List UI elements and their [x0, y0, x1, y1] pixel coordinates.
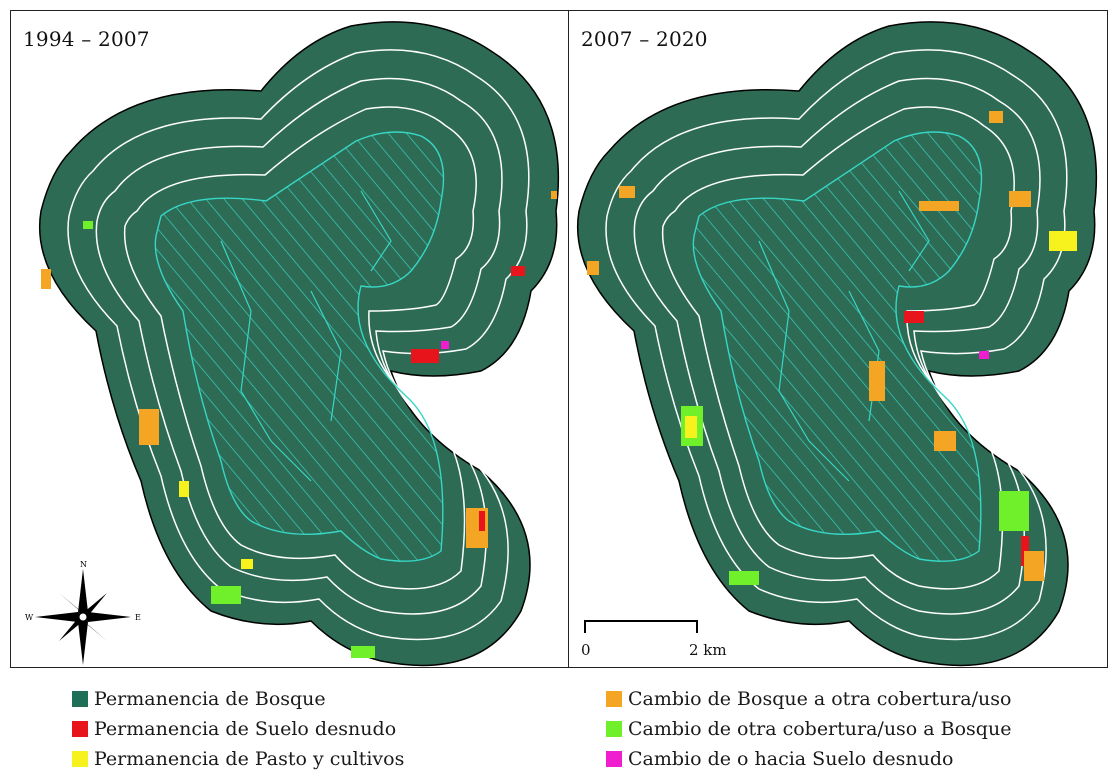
- legend-swatch-bare-soil-change: [606, 751, 622, 767]
- map-2007-2020: [577, 21, 1098, 667]
- legend-label: Permanencia de Bosque: [94, 688, 326, 710]
- change-patches-2: [587, 111, 1077, 585]
- legend-label: Cambio de Bosque a otra cobertura/uso: [628, 688, 1012, 710]
- map-panel-1994-2007: N S W E 1994 – 2007: [10, 10, 570, 668]
- legend-swatch-forest-loss: [606, 691, 622, 707]
- scale-zero-label: 0: [581, 641, 591, 659]
- legend-swatch-bare-soil: [72, 721, 88, 737]
- protected-area-1: [154, 131, 445, 562]
- legend-label: Cambio de o hacia Suelo desnudo: [628, 748, 954, 770]
- legend-item: Cambio de o hacia Suelo desnudo: [606, 744, 1011, 774]
- legend-label: Permanencia de Suelo desnudo: [94, 718, 397, 740]
- north-label: N: [80, 560, 87, 569]
- map-panel-2007-2020: 2007 – 2020 0 2 km: [568, 10, 1108, 668]
- map-1994-2007: N S W E: [25, 21, 560, 667]
- scale-bar: [584, 620, 698, 633]
- legend-item: Permanencia de Suelo desnudo: [72, 714, 404, 744]
- legend-swatch-forest-gain: [606, 721, 622, 737]
- legend-item: Permanencia de Bosque: [72, 684, 404, 714]
- period-label-1: 1994 – 2007: [23, 27, 150, 51]
- change-patches: [41, 191, 557, 658]
- legend-swatch-pasture: [72, 751, 88, 767]
- legend-label: Permanencia de Pasto y cultivos: [94, 748, 405, 770]
- legend-label: Cambio de otra cobertura/uso a Bosque: [628, 718, 1012, 740]
- west-label: W: [25, 613, 34, 622]
- protected-area-2: [692, 131, 983, 562]
- north-arrow: N S W E: [25, 560, 141, 665]
- legend-column-1: Permanencia de Bosque Permanencia de Sue…: [72, 684, 404, 774]
- legend-item: Cambio de Bosque a otra cobertura/uso: [606, 684, 1011, 714]
- period-label-2: 2007 – 2020: [581, 27, 708, 51]
- scale-end-label: 2 km: [689, 641, 727, 659]
- legend-item: Cambio de otra cobertura/uso a Bosque: [606, 714, 1011, 744]
- east-label: E: [135, 613, 141, 622]
- legend-column-2: Cambio de Bosque a otra cobertura/uso Ca…: [606, 684, 1011, 774]
- legend-swatch-forest: [72, 691, 88, 707]
- legend-item: Permanencia de Pasto y cultivos: [72, 744, 404, 774]
